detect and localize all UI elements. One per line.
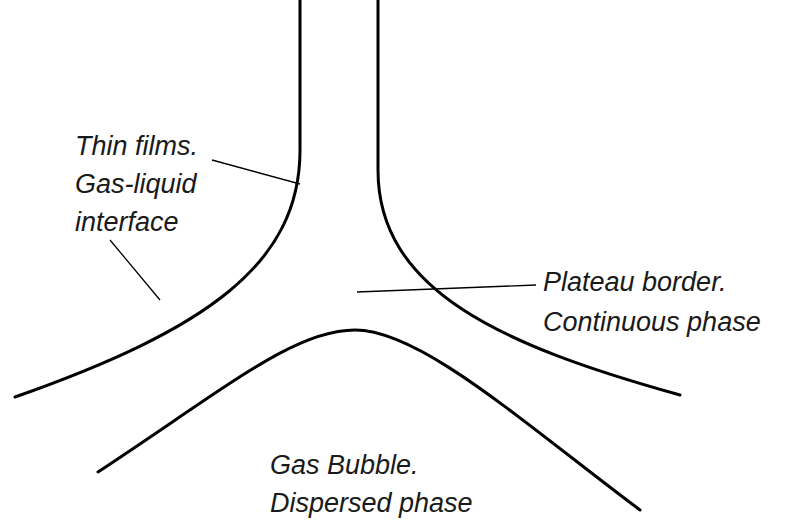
leader-line [357, 285, 536, 292]
film-left [15, 0, 300, 397]
region-label: Gas Bubble. Dispersed phase [270, 446, 510, 522]
region-label: Plateau border. Continuous phase [543, 262, 805, 342]
leader-line [212, 160, 300, 184]
region-label: Thin films. Gas-liquid interface [75, 127, 235, 241]
bubble-outline [98, 330, 640, 510]
leader-line [110, 240, 160, 300]
